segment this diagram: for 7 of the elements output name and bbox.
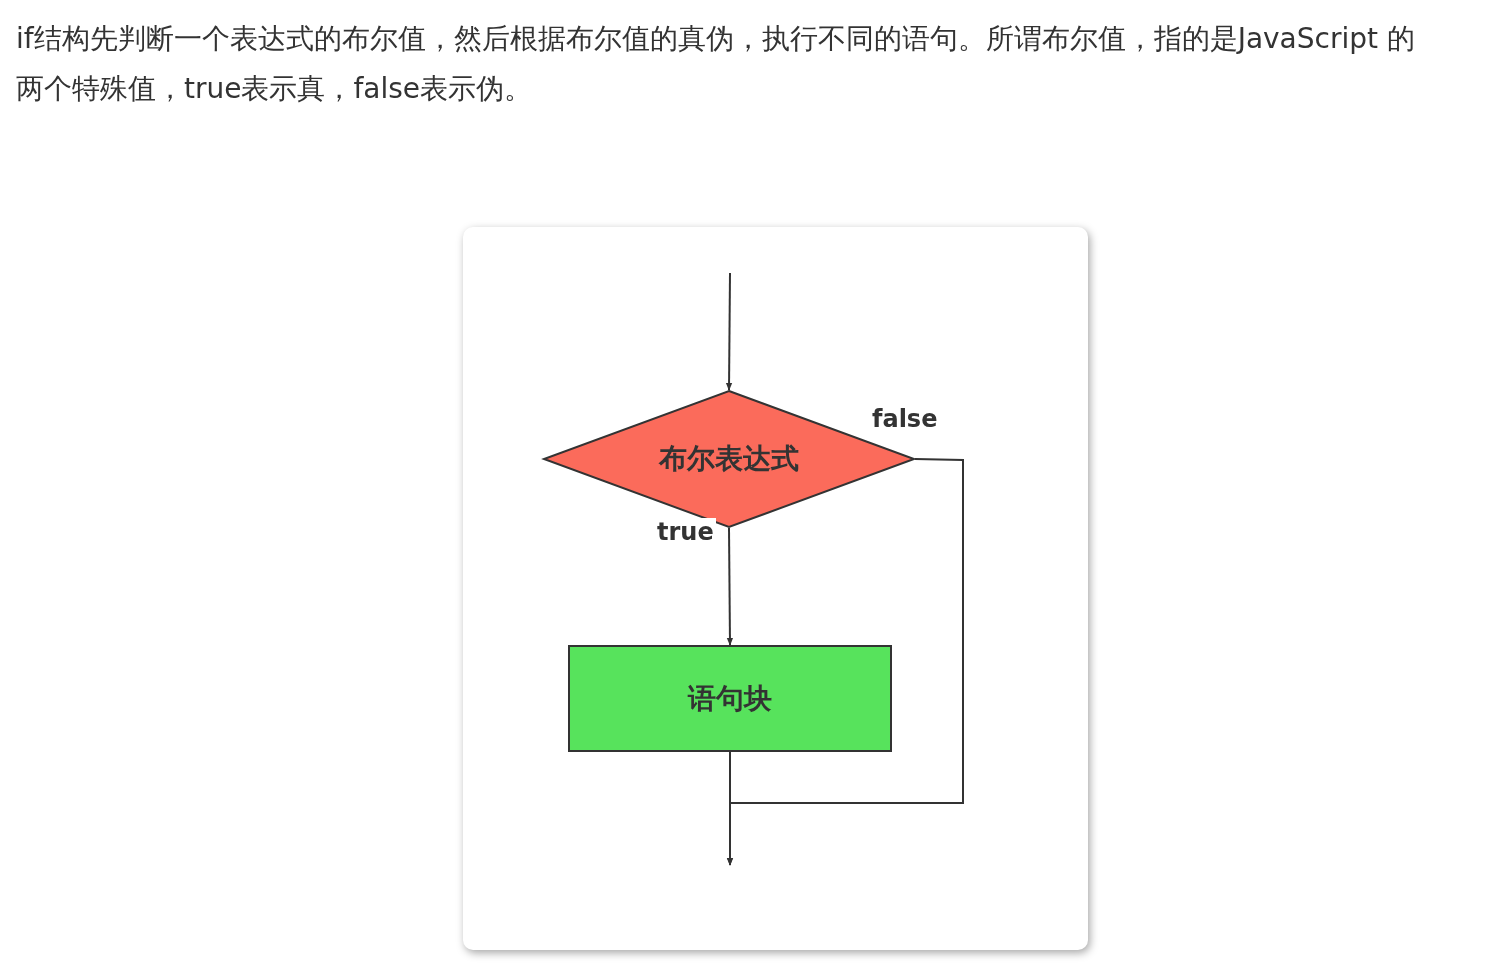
intro-paragraph: if结构先判断一个表达式的布尔值，然后根据布尔值的真伪，执行不同的语句。所谓布尔值，指的是JavaScript 的两个特殊值，true表示真，false表示伪。 bbox=[16, 21, 1416, 107]
arrow bbox=[726, 527, 734, 646]
arrow bbox=[725, 272, 733, 391]
node-label: 语句块 bbox=[688, 680, 772, 717]
arrow bbox=[726, 751, 734, 866]
process-box bbox=[568, 645, 892, 752]
node-label: 布尔表达式 bbox=[659, 441, 799, 477]
